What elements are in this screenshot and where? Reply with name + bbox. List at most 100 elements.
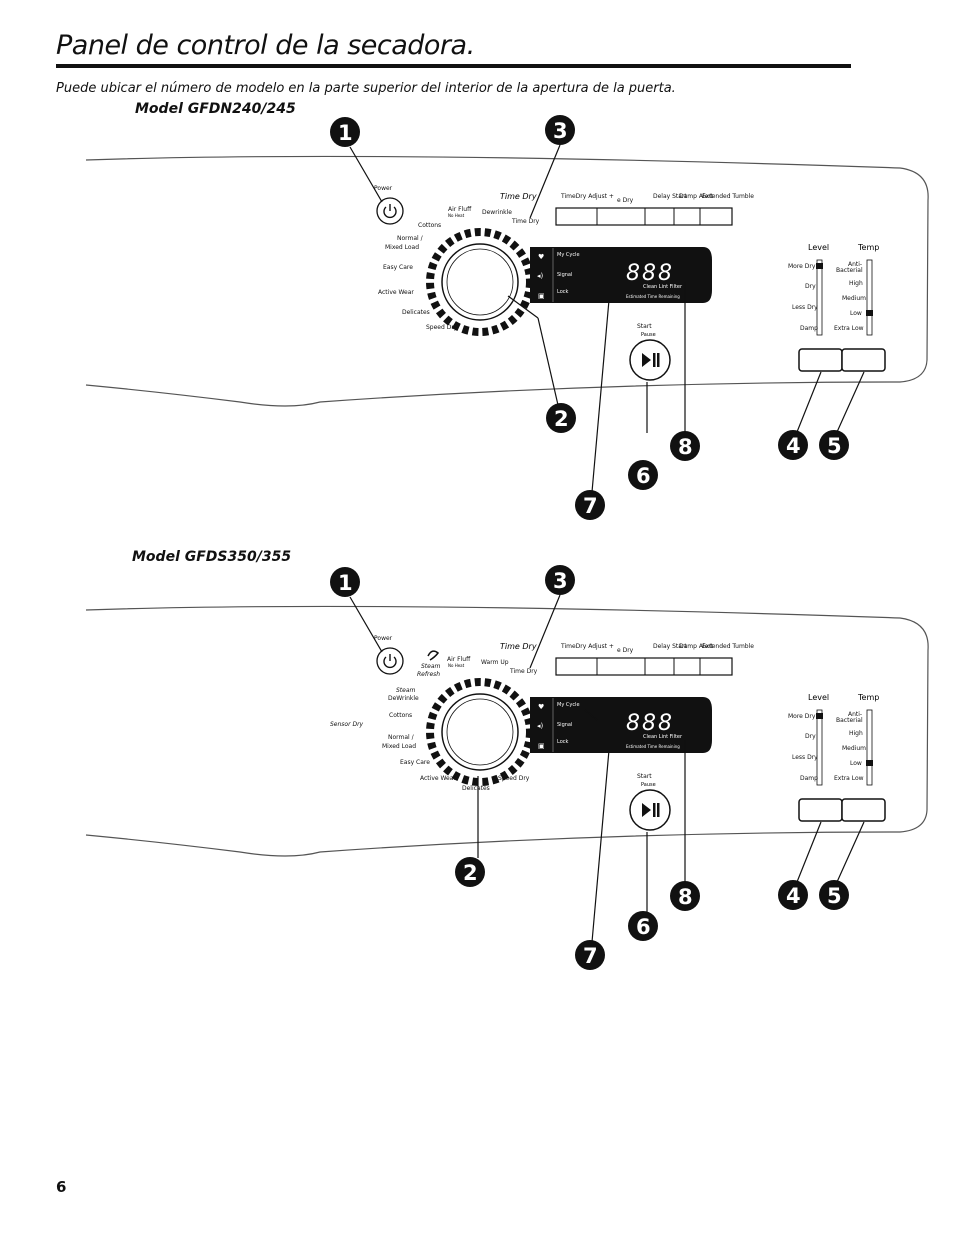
svg-text:1: 1 (338, 571, 353, 595)
btn-delay-start[interactable]: Delay Start (653, 643, 687, 650)
level-option: Dry (805, 283, 816, 290)
dial-label: Speed Dry (426, 324, 458, 331)
temp-bar (866, 259, 873, 336)
dial-label: Normal / (397, 235, 424, 242)
temp-button[interactable] (841, 348, 886, 372)
page-title: Panel de control de la secadora. (56, 30, 475, 61)
play-pause-icon (642, 353, 660, 367)
btn-e-dry[interactable]: e Dry (617, 647, 634, 654)
lock-icon: ▣ (538, 742, 545, 750)
cycle-dial (426, 228, 534, 336)
level-indicator (816, 263, 823, 269)
level-temp-group: Level Temp More Dry Dry Less Dry Damp An… (788, 243, 886, 372)
play-pause-icon (642, 803, 660, 817)
temp-option: High (849, 730, 863, 737)
pause-label: Pause (641, 782, 656, 788)
time-dry-header: Time Dry (500, 192, 537, 201)
svg-text:8: 8 (678, 885, 693, 909)
temp-option: Low (850, 310, 862, 317)
btn-damp-alert[interactable]: Damp Alert (679, 193, 714, 200)
my-cycle-label[interactable]: My Cycle (557, 702, 580, 708)
level-bar (816, 259, 823, 336)
temp-option: Bacterial (836, 717, 863, 724)
level-indicator (816, 713, 823, 719)
callout-badge: 8 (670, 431, 700, 461)
steam-icon (427, 650, 440, 661)
my-cycle-label[interactable]: My Cycle (557, 252, 580, 258)
btn-extended-tumble[interactable]: Extended Tumble (702, 643, 754, 650)
heart-icon: ♥ (538, 703, 544, 711)
lock-icon: ▣ (538, 292, 545, 300)
power-group: Power (374, 185, 404, 225)
temp-option: Medium (842, 295, 866, 302)
callout-badge: 3 (545, 115, 575, 145)
model-label-2: Model GFDS350/355 (132, 549, 292, 565)
callout-badge: 7 (575, 490, 605, 520)
lock-label[interactable]: Lock (557, 289, 569, 295)
clean-lint-label: Clean Lint Filter (643, 284, 683, 290)
signal-label[interactable]: Signal (557, 272, 572, 278)
signal-label[interactable]: Signal (557, 722, 572, 728)
dial-label: Steam (396, 687, 416, 694)
dial-label: No Heat (448, 213, 465, 218)
time-digits: 888 (626, 261, 674, 286)
svg-text:6: 6 (636, 464, 651, 488)
display-panel: ♥ ◂) ▣ My Cycle Signal Lock 888 Clean Li… (530, 247, 712, 303)
button-bar: TimeDry Adjust + e Dry Delay Start Damp … (555, 643, 754, 676)
svg-text:8: 8 (678, 435, 693, 459)
dial-label: Steam (421, 663, 441, 670)
callout-badge: 1 (330, 117, 360, 147)
level-option: More Dry (788, 263, 816, 270)
level-option: Damp (800, 775, 818, 782)
level-button[interactable] (798, 348, 843, 372)
cycle-knob[interactable] (441, 693, 519, 771)
svg-text:4: 4 (786, 884, 801, 908)
display-screen (530, 697, 712, 753)
callout-badge: 7 (575, 940, 605, 970)
dial-label: Sensor Dry (330, 721, 364, 728)
callout-badge: 4 (778, 430, 808, 460)
dial-label: Delicates (462, 785, 490, 792)
dial-label: Time Dry (509, 668, 538, 675)
power-icon (383, 654, 397, 669)
callout-badge: 5 (819, 430, 849, 460)
start-group: Start Pause (629, 773, 671, 831)
dial-label: Air Fluff (447, 656, 471, 663)
time-dry-header: Time Dry (500, 642, 537, 651)
btn-timedry-adjust[interactable]: TimeDry Adjust + (560, 643, 614, 650)
level-option: Less Dry (792, 754, 818, 761)
btn-e-dry[interactable]: e Dry (617, 197, 634, 204)
callout-badge: 5 (819, 880, 849, 910)
dial-label: Easy Care (400, 759, 430, 766)
temp-option: Bacterial (836, 267, 863, 274)
pause-label: Pause (641, 332, 656, 338)
temp-button[interactable] (841, 798, 886, 822)
btn-timedry-adjust[interactable]: TimeDry Adjust + (560, 193, 614, 200)
cycle-knob[interactable] (441, 243, 519, 321)
svg-text:6: 6 (636, 915, 651, 939)
dial-label: Delicates (402, 309, 430, 316)
svg-text:5: 5 (827, 434, 842, 458)
btn-damp-alert[interactable]: Damp Alert (679, 643, 714, 650)
dial-label: Warm Up (481, 659, 509, 666)
temp-indicator (866, 760, 873, 766)
level-option: Damp (800, 325, 818, 332)
lock-label[interactable]: Lock (557, 739, 569, 745)
power-group: Power (374, 635, 404, 675)
temp-bar (866, 709, 873, 786)
temp-option: Extra Low (834, 775, 864, 782)
callouts: 1 2 3 4 5 6 7 8 (330, 565, 849, 970)
button-bar-frame (555, 207, 733, 226)
callout-leaders (349, 144, 865, 493)
level-label: Level (808, 243, 829, 252)
btn-delay-start[interactable]: Delay Start (653, 193, 687, 200)
control-panel-diagram-2: Power Time Dry TimeDry Adjust + e Dry De… (85, 565, 929, 970)
level-button[interactable] (798, 798, 843, 822)
button-bar-frame (555, 657, 733, 676)
power-label: Power (374, 635, 393, 642)
btn-extended-tumble[interactable]: Extended Tumble (702, 193, 754, 200)
dial-label: Active Wear (378, 289, 414, 296)
title-rule (56, 64, 851, 68)
svg-text:5: 5 (827, 884, 842, 908)
start-group: Start Pause (629, 323, 671, 381)
